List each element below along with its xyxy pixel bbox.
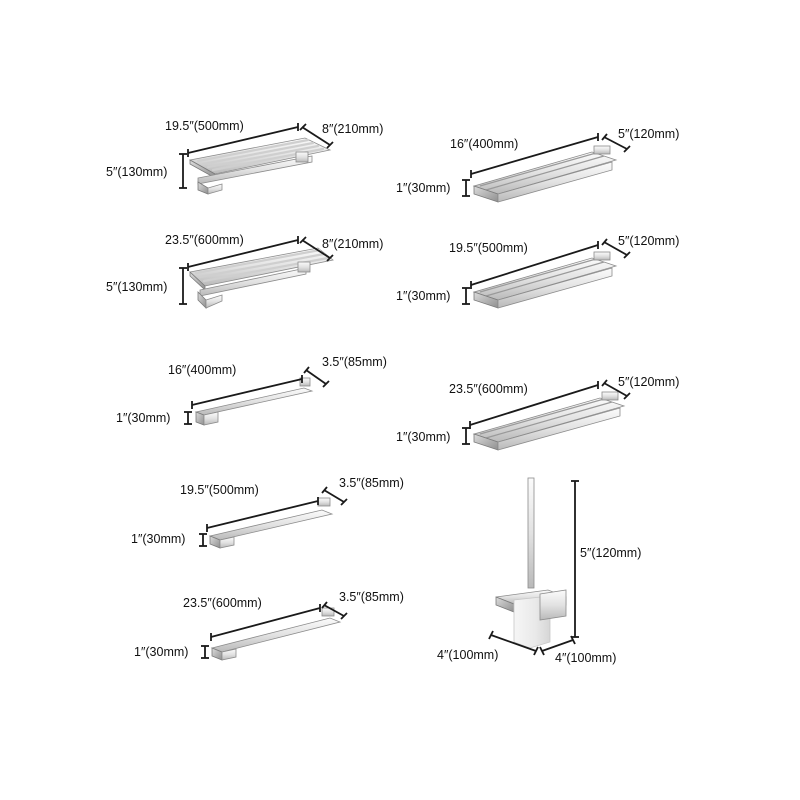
toilet-brush-illustration [495, 477, 567, 649]
height-label: 5″(120mm) [580, 546, 641, 560]
depth-label: 5″(120mm) [618, 375, 679, 389]
length-dimension-line [187, 239, 299, 268]
product-double-bar-600: 23.5″(600mm) 5″(120mm) 1″(30mm) [396, 375, 679, 451]
depth-dimension-line [305, 369, 327, 385]
product-double-bar-500: 19.5″(500mm) 5″(120mm) 1″(30mm) [396, 234, 679, 309]
product-shelf-500: 19.5″(500mm) 8″(210mm) 5″(130mm) [106, 119, 383, 195]
shelf-illustration [188, 137, 332, 195]
product-toilet-brush: 5″(120mm) 4″(100mm) 4″(100mm) [437, 477, 641, 665]
product-shelf-600: 23.5″(600mm) 8″(210mm) 5″(130mm) [106, 233, 383, 309]
length-label: 23.5″(600mm) [449, 382, 528, 396]
length-label: 23.5″(600mm) [183, 596, 262, 610]
depth-dimension-line [603, 382, 628, 397]
width-dimension-line [490, 634, 537, 652]
height-label: 5″(130mm) [106, 280, 167, 294]
product-single-bar-600: 23.5″(600mm) 3.5″(85mm) 1″(30mm) [134, 590, 404, 661]
product-double-bar-400: 16″(400mm) 5″(120mm) 1″(30mm) [396, 127, 679, 203]
length-label: 16″(400mm) [450, 137, 518, 151]
depth-label: 8″(210mm) [322, 122, 383, 136]
length-label: 19.5″(500mm) [165, 119, 244, 133]
towel-bar-illustration [472, 391, 626, 451]
length-dimension-line [191, 378, 303, 406]
depth-dimension-line [323, 489, 345, 503]
depth-dimension-line [301, 239, 331, 259]
length-dimension-line [187, 126, 299, 154]
width-label: 4″(100mm) [437, 648, 498, 662]
towel-bar-illustration [194, 377, 314, 426]
depth-label: 5″(120mm) [618, 234, 679, 248]
height-label: 1″(30mm) [396, 289, 450, 303]
length-label: 19.5″(500mm) [180, 483, 259, 497]
length-dimension-line [470, 244, 599, 286]
length-label: 16″(400mm) [168, 363, 236, 377]
height-label: 1″(30mm) [396, 181, 450, 195]
height-label: 1″(30mm) [116, 411, 170, 425]
depth-dimension-line [301, 126, 331, 146]
depth-label: 5″(120mm) [618, 127, 679, 141]
depth-dimension-line [603, 136, 628, 150]
length-label: 23.5″(600mm) [165, 233, 244, 247]
towel-bar-illustration [472, 251, 618, 309]
product-single-bar-400: 16″(400mm) 3.5″(85mm) 1″(30mm) [116, 355, 387, 426]
height-label: 1″(30mm) [134, 645, 188, 659]
height-label: 1″(30mm) [396, 430, 450, 444]
depth-dimension-line [603, 241, 628, 256]
depth-dimension-line [541, 639, 574, 652]
length-dimension-line [470, 136, 599, 175]
height-label: 5″(130mm) [106, 165, 167, 179]
depth-label: 3.5″(85mm) [339, 476, 404, 490]
depth-label: 4″(100mm) [555, 651, 616, 665]
towel-bar-illustration [208, 497, 334, 549]
length-dimension-line [206, 500, 319, 529]
length-dimension-line [210, 607, 321, 638]
depth-label: 3.5″(85mm) [322, 355, 387, 369]
shelf-illustration [189, 247, 334, 309]
length-label: 19.5″(500mm) [449, 241, 528, 255]
depth-dimension-line [323, 604, 345, 617]
brush-handle [527, 477, 535, 589]
towel-bar-illustration [210, 607, 342, 661]
towel-bar-illustration [472, 145, 618, 203]
depth-label: 3.5″(85mm) [339, 590, 404, 604]
height-label: 1″(30mm) [131, 532, 185, 546]
product-single-bar-500: 19.5″(500mm) 3.5″(85mm) 1″(30mm) [131, 476, 404, 549]
depth-label: 8″(210mm) [322, 237, 383, 251]
length-dimension-line [469, 384, 599, 426]
